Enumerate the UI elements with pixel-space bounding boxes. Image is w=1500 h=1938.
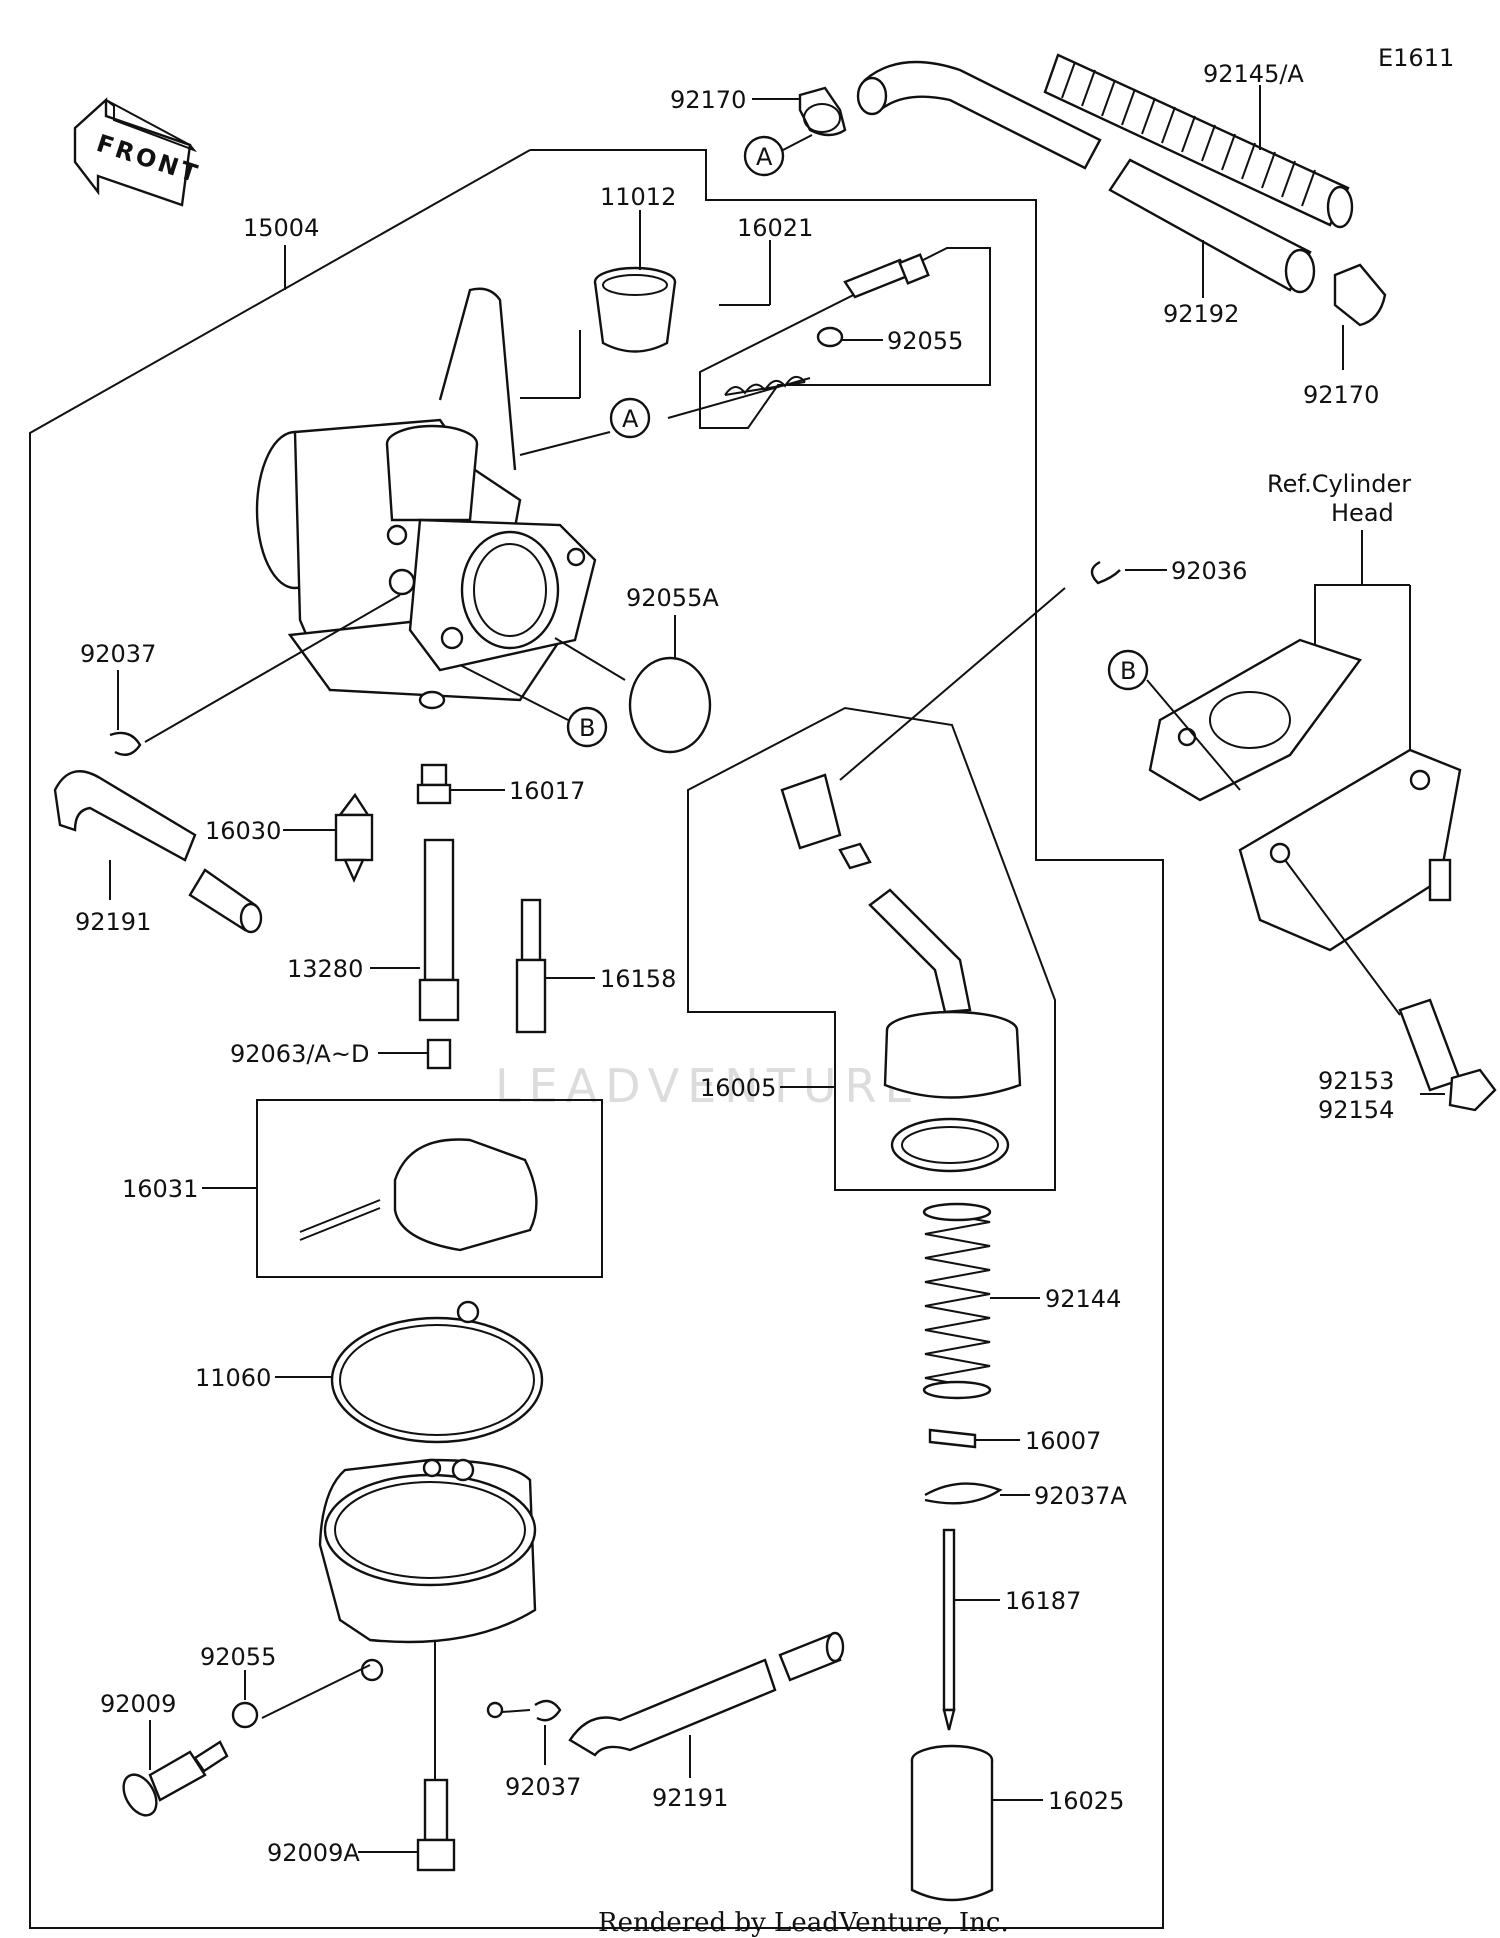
part-16187 — [942, 1528, 956, 1731]
part-16030 — [334, 792, 374, 883]
part-16007 — [928, 1428, 977, 1449]
part-16158 — [515, 898, 547, 1034]
part-92037-left — [109, 731, 142, 756]
label-92192: 92192 — [1163, 300, 1239, 328]
carburetor-body — [255, 287, 597, 710]
label-16187: 16187 — [1005, 1587, 1081, 1615]
float-bowl — [318, 1458, 537, 1719]
watermark: LEADVENTURE — [495, 1059, 922, 1113]
part-92009 — [122, 1740, 229, 1817]
callout-a-mid — [609, 397, 651, 439]
label-16005: 16005 — [700, 1074, 776, 1102]
part-92037A — [924, 1482, 1003, 1505]
label-16017: 16017 — [509, 777, 585, 805]
label-92055A: 92055A — [626, 584, 719, 612]
label-11012: 11012 — [600, 183, 676, 211]
front-arrow-icon: FRONT — [73, 97, 203, 207]
part-16017 — [416, 763, 452, 805]
part-92144 — [922, 1202, 992, 1400]
part-16025 — [910, 1744, 994, 1902]
part-92170-top — [798, 86, 847, 137]
part-92145-spring-sleeve — [1043, 53, 1354, 229]
assembly-boundary — [29, 149, 1164, 1929]
label-92037-left: 92037 — [80, 640, 156, 668]
callout-b-left-label: B — [579, 714, 595, 742]
diagram-code: E1611 — [1378, 44, 1454, 72]
label-11060: 11060 — [195, 1364, 271, 1392]
ref-label-1: Ref.Cylinder — [1267, 470, 1411, 498]
part-16005-fitting — [780, 773, 1022, 1099]
part-16005-box — [687, 706, 1056, 1191]
part-92170-right — [1333, 263, 1387, 327]
callout-a-top-label: A — [756, 143, 773, 171]
callout-b-right — [1107, 649, 1149, 691]
label-92055-bottom: 92055 — [200, 1643, 276, 1671]
label-92153: 92153 — [1318, 1067, 1394, 1095]
part-92009A — [416, 1778, 456, 1872]
part-13280 — [418, 838, 460, 1022]
label-92055-top: 92055 — [887, 327, 963, 355]
label-92009A: 92009A — [267, 1839, 360, 1867]
part-92063 — [426, 1038, 452, 1070]
label-92144: 92144 — [1045, 1285, 1121, 1313]
part-16021 — [724, 253, 930, 396]
label-15004: 15004 — [243, 214, 319, 242]
label-92170-top: 92170 — [670, 86, 746, 114]
part-92153-bolt — [1398, 998, 1497, 1112]
part-16005-gasket — [890, 1117, 1010, 1173]
part-11012 — [593, 266, 677, 353]
part-92191-left — [53, 770, 263, 934]
label-16158: 16158 — [600, 965, 676, 993]
label-13280: 13280 — [287, 955, 363, 983]
callout-b-left — [566, 706, 608, 748]
ref-label-2: Head — [1331, 499, 1394, 527]
label-92191-left: 92191 — [75, 908, 151, 936]
callout-b-right-label: B — [1120, 657, 1136, 685]
part-92055-bottom — [231, 1701, 259, 1729]
footer-credit: Rendered by LeadVenture, Inc. — [598, 1908, 1009, 1938]
label-16031: 16031 — [122, 1175, 198, 1203]
callout-a-mid-label: A — [622, 405, 639, 433]
part-92037-bottom — [534, 1699, 562, 1722]
label-92063: 92063/A~D — [230, 1040, 369, 1068]
label-92154: 92154 — [1318, 1096, 1394, 1124]
label-92037A: 92037A — [1034, 1482, 1127, 1510]
part-92036 — [1090, 560, 1121, 585]
label-16021: 16021 — [737, 214, 813, 242]
label-16030: 16030 — [205, 817, 281, 845]
label-92145: 92145/A — [1203, 60, 1304, 88]
label-16007: 16007 — [1025, 1427, 1101, 1455]
part-16031-float — [299, 1138, 538, 1252]
label-16025: 16025 — [1048, 1787, 1124, 1815]
label-92191-bottom: 92191 — [652, 1784, 728, 1812]
callout-a-top — [743, 135, 785, 177]
part-92192 — [856, 60, 1316, 294]
ref-cylinder-head — [1148, 638, 1462, 952]
part-92055A — [628, 656, 712, 754]
label-92009: 92009 — [100, 1690, 176, 1718]
label-92037-bottom: 92037 — [505, 1773, 581, 1801]
label-92036: 92036 — [1171, 557, 1247, 585]
label-92170-right: 92170 — [1303, 381, 1379, 409]
part-92191-bottom — [568, 1631, 845, 1757]
part-11060 — [330, 1300, 544, 1444]
